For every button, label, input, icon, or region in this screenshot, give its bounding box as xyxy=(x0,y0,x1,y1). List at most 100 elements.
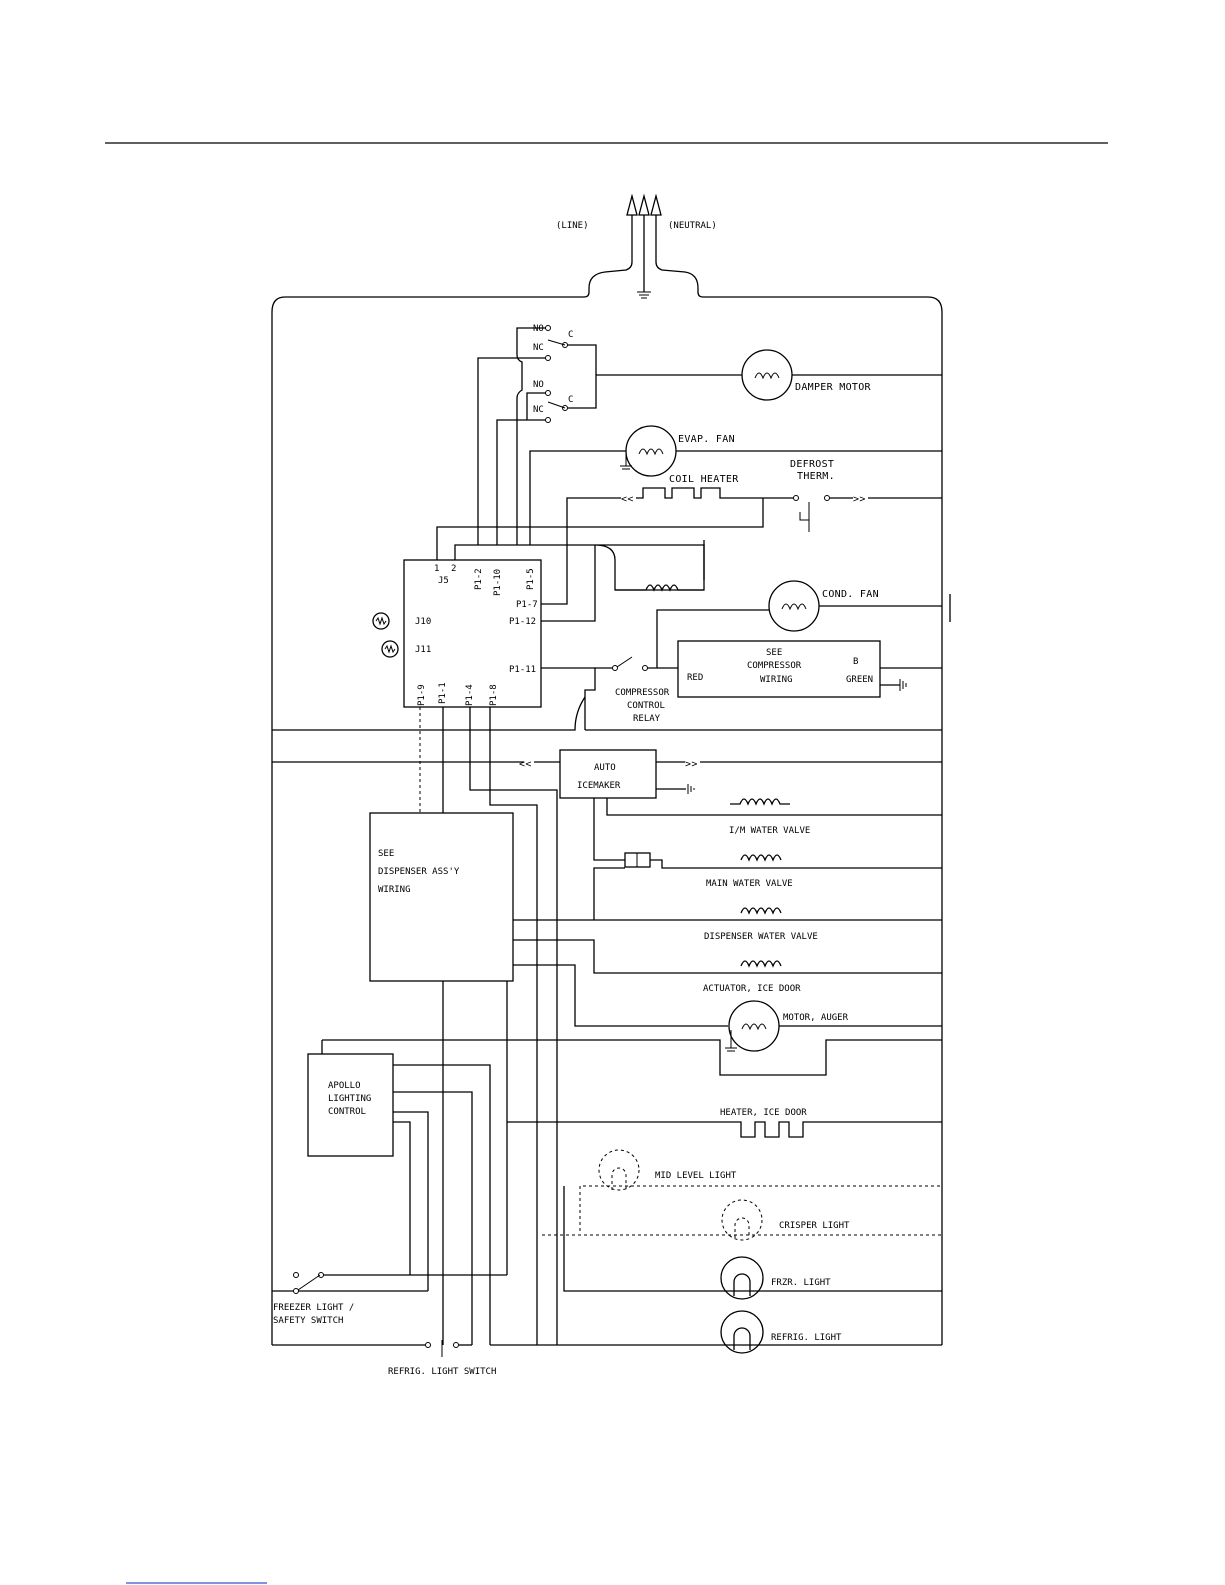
neutral-cord xyxy=(655,215,943,1345)
light-bulb-icon xyxy=(598,1149,640,1191)
auger-label: MOTOR, AUGER xyxy=(783,1013,849,1023)
neutral-prong-icon xyxy=(650,193,662,216)
pin-label: P1-5 xyxy=(526,568,536,590)
relay-label: CONTROL xyxy=(627,701,665,711)
ground-prong-icon xyxy=(638,193,650,216)
switch-nc-label: NC xyxy=(533,343,544,353)
board-inductor xyxy=(615,584,704,592)
pin-label: J11 xyxy=(415,645,431,655)
apollo-label: LIGHTING xyxy=(328,1094,371,1104)
heater-ice-door: HEATER, ICE DOOR xyxy=(507,1108,942,1138)
compressor-label: GREEN xyxy=(846,675,873,685)
pin-label: P1-10 xyxy=(493,569,503,596)
light-bulb-icon xyxy=(720,1256,764,1300)
apollo-label: CONTROL xyxy=(328,1107,366,1117)
switch-no-label: NO xyxy=(533,380,544,390)
compressor-label: WIRING xyxy=(760,675,793,685)
dispenser-label: DISPENSER ASS'Y xyxy=(378,867,460,877)
auger-motor-icon xyxy=(728,1000,780,1052)
damper-motor: DAMPER MOTOR xyxy=(741,349,942,401)
plug-ground-icon xyxy=(637,291,651,299)
defrost-therm-label: THERM. xyxy=(797,471,835,482)
pin-label: P1-4 xyxy=(465,684,475,706)
line-prong-icon xyxy=(626,193,638,216)
cond-fan: COND. FAN xyxy=(656,580,951,668)
pin-label: P1-8 xyxy=(489,684,499,706)
apollo-lighting-control: APOLLO LIGHTING CONTROL xyxy=(307,1040,491,1345)
fan-motor-icon xyxy=(625,425,677,477)
apollo-label: APOLLO xyxy=(328,1081,361,1091)
defrost-therm-label: DEFROST xyxy=(790,459,834,470)
frzr-light: FRZR. LIGHT xyxy=(563,1186,942,1300)
switch-label: FREEZER LIGHT / xyxy=(273,1303,354,1313)
refrig-light-switch: REFRIG. LIGHT SWITCH xyxy=(272,1340,496,1377)
compressor-box: SEE COMPRESSOR WIRING RED B GREEN xyxy=(677,640,942,698)
line-cord xyxy=(271,215,633,1345)
cond-fan-label: COND. FAN xyxy=(822,589,879,600)
pin-label: 2 xyxy=(451,564,456,574)
motor-icon xyxy=(741,349,793,401)
switch-c-label: C xyxy=(568,330,573,340)
valve-label: MAIN WATER VALVE xyxy=(706,879,793,889)
light-label: MID LEVEL LIGHT xyxy=(655,1171,737,1181)
actuator-ice-door: ACTUATOR, ICE DOOR xyxy=(513,939,942,994)
dispenser-water-valve: DISPENSER WATER VALVE xyxy=(513,907,942,942)
valve-label: I/M WATER VALVE xyxy=(729,826,810,836)
pin-label: 1 xyxy=(434,564,439,574)
pin-label: J5 xyxy=(438,576,449,586)
pin-label: P1-11 xyxy=(509,665,536,675)
pin-label: P1-1 xyxy=(438,682,448,704)
connector-icon: >> xyxy=(685,759,698,770)
pin-label: P1-2 xyxy=(474,568,484,590)
switch-label: REFRIG. LIGHT SWITCH xyxy=(388,1367,496,1377)
main-water-valve: MAIN WATER VALVE xyxy=(593,852,942,920)
light-bulb-icon xyxy=(720,1310,764,1354)
dispenser-label: SEE xyxy=(378,849,394,859)
actuator-label: ACTUATOR, ICE DOOR xyxy=(703,984,801,994)
connector-icon: >> xyxy=(853,494,866,505)
pin-label: P1-12 xyxy=(509,617,536,627)
icemaker-label: ICEMAKER xyxy=(577,781,621,791)
light-label: CRISPER LIGHT xyxy=(779,1221,850,1231)
dispenser-assembly: SEE DISPENSER ASS'Y WIRING xyxy=(369,812,728,1275)
pin-label: P1-7 xyxy=(516,600,538,610)
im-water-valve: I/M WATER VALVE xyxy=(729,798,810,836)
switch-label: SAFETY SWITCH xyxy=(273,1316,343,1326)
freezer-light-safety-switch: FREEZER LIGHT / SAFETY SWITCH xyxy=(272,1272,507,1326)
heater-label: HEATER, ICE DOOR xyxy=(720,1108,807,1118)
light-label: FRZR. LIGHT xyxy=(771,1278,831,1288)
dispenser-label: WIRING xyxy=(378,885,411,895)
evap-fan-label: EVAP. FAN xyxy=(678,434,735,445)
refrig-light: REFRIG. LIGHT xyxy=(490,1310,942,1354)
line-label: (LINE) xyxy=(556,221,589,231)
control-board: 1 2 J5 P1-2 P1-10 P1-5 P1-7 P1-12 P1-11 … xyxy=(372,559,542,708)
connector-icon: << xyxy=(519,759,532,770)
crisper-light: CRISPER LIGHT xyxy=(542,1199,942,1241)
connector-icon: << xyxy=(621,494,634,505)
compressor-label: RED xyxy=(687,673,703,683)
evap-fan: EVAP. FAN xyxy=(529,425,942,545)
switch-no-label: NO xyxy=(533,324,544,334)
light-label: REFRIG. LIGHT xyxy=(771,1333,842,1343)
damper-switch-assembly: NO NC C NO NC C xyxy=(477,324,742,545)
relay-label: COMPRESSOR xyxy=(615,688,670,698)
fan-motor-icon xyxy=(768,580,820,632)
board-bus xyxy=(454,540,705,591)
mid-level-light: MID LEVEL LIGHT xyxy=(579,1149,942,1231)
valve-label: DISPENSER WATER VALVE xyxy=(704,932,818,942)
light-bulb-icon xyxy=(721,1199,763,1241)
coil-heater-label: COIL HEATER xyxy=(669,474,739,485)
compressor-label: SEE xyxy=(766,648,782,658)
damper-motor-label: DAMPER MOTOR xyxy=(795,382,872,393)
switch-nc-label: NC xyxy=(533,405,544,415)
pin-label: P1-9 xyxy=(417,684,427,706)
neutral-label: (NEUTRAL) xyxy=(668,221,717,231)
icemaker-label: AUTO xyxy=(594,763,616,773)
defrost-heater-circuit: << COIL HEATER >> DEFROST THERM. xyxy=(436,459,942,560)
power-plug: (LINE) (NEUTRAL) xyxy=(271,193,943,1345)
motor-auger: MOTOR, AUGER xyxy=(322,1000,942,1076)
auto-icemaker: << AUTO ICEMAKER >> xyxy=(519,749,942,861)
switch-c-label: C xyxy=(568,395,573,405)
